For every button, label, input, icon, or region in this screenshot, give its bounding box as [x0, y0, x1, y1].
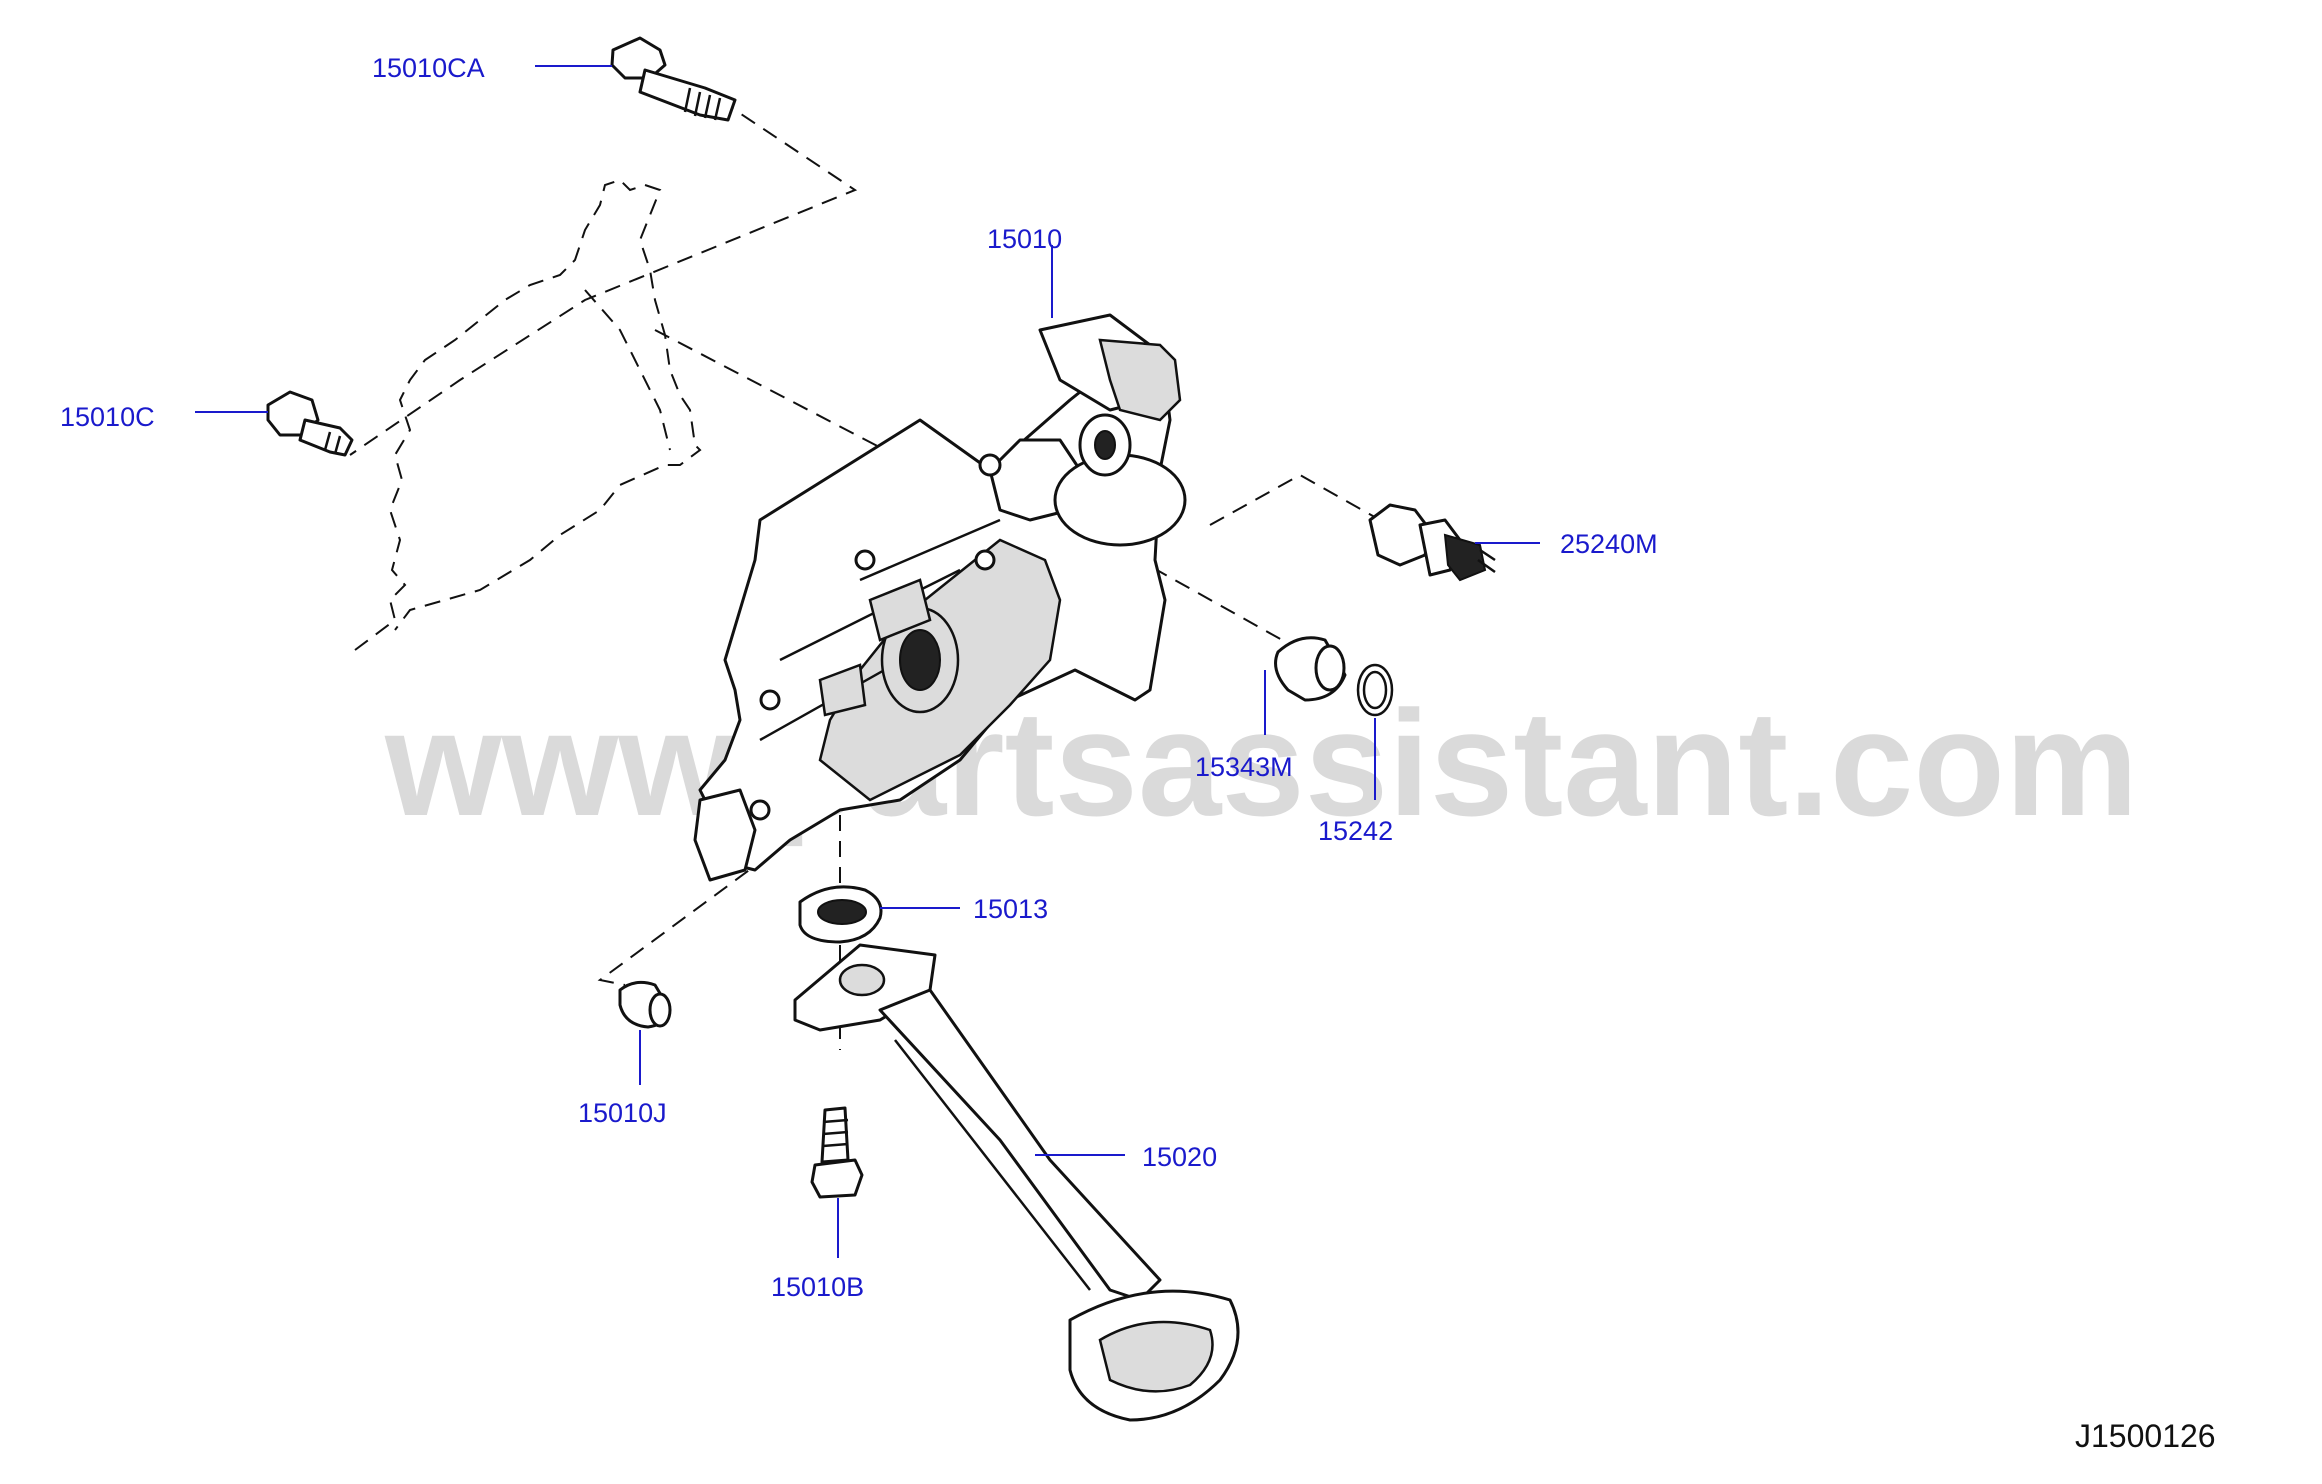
oil-strainer-15020 [793, 943, 1240, 1422]
callout-15242: 15242 [1318, 816, 1393, 846]
engine-block-outline [354, 178, 702, 651]
callout-15010b: 15010B [771, 1272, 864, 1302]
callout-15010: 15010 [987, 224, 1062, 254]
oil-pressure-switch-25240m [1368, 503, 1496, 582]
dowel-pin-15010j [618, 980, 672, 1029]
oil-pump-15010 [693, 313, 1187, 882]
leader-lines [195, 65, 1540, 1258]
gasket-15013 [798, 885, 883, 944]
diagram-code: J1500126 [2075, 1418, 2216, 1454]
plug-15343m [1274, 636, 1347, 702]
callout-15010c: 15010C [60, 402, 155, 432]
bolt-15010b [810, 1106, 864, 1199]
callout-15013: 15013 [973, 894, 1048, 924]
snap-ring-15242 [1356, 663, 1394, 717]
callout-15010j: 15010J [578, 1098, 667, 1128]
bolt-15010ca [610, 36, 737, 122]
callout-15343m: 15343M [1195, 752, 1293, 782]
callout-15020: 15020 [1142, 1142, 1217, 1172]
callout-15010ca: 15010CA [372, 53, 485, 83]
bolt-15010c [266, 390, 354, 457]
watermark: www.partsassistant.com [384, 679, 2138, 847]
callout-25240m: 25240M [1560, 529, 1658, 559]
